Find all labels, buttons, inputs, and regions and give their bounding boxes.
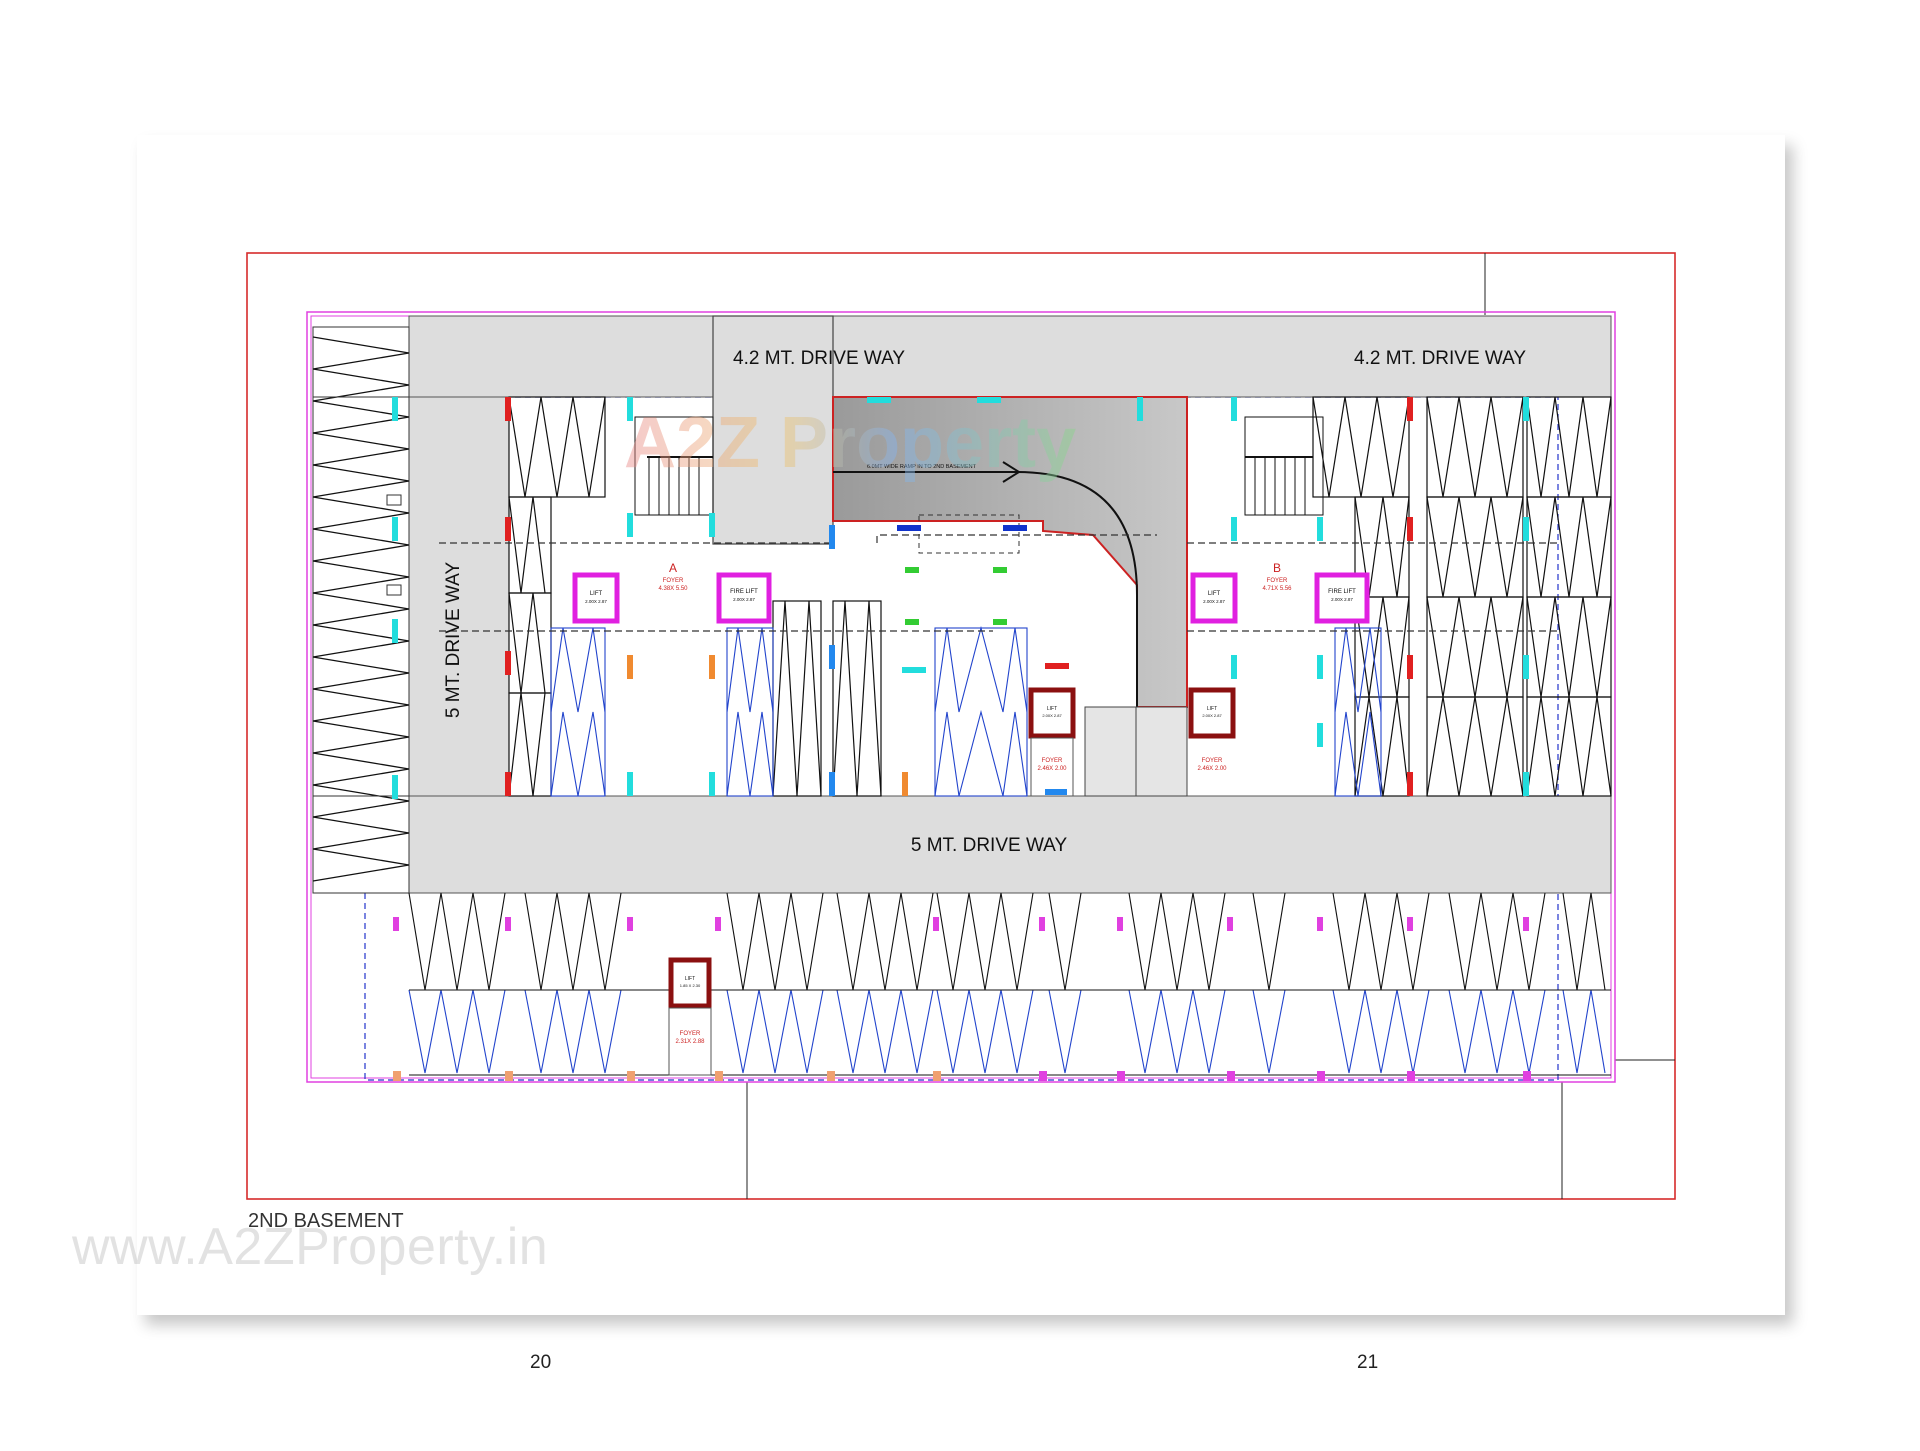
fire-lift-a-label: FIRE LIFT [730, 589, 758, 595]
foyer-e-room [668, 1007, 712, 1076]
site-url-watermark: www.A2ZProperty.in [72, 1218, 549, 1276]
lift-d-size: 2.00X 2.87 [1202, 713, 1222, 718]
foyer-d-label: FOYER [1202, 758, 1223, 764]
driveway-left-label: 5 MT. DRIVE WAY [443, 562, 464, 719]
driveway-bottom-label: 5 MT. DRIVE WAY [911, 835, 1068, 856]
block-b-foyer-label: FOYER [1267, 578, 1288, 584]
service-duct [918, 514, 1020, 554]
parking-bays-bottom [408, 892, 1611, 1076]
structural-columns [392, 397, 1531, 1081]
vehicle-ramp [832, 396, 1188, 708]
fire-lift-b-shaft [1314, 572, 1370, 624]
block-a-letter: A [669, 561, 677, 575]
ramp-arrow-head [1002, 461, 1021, 483]
lift-e-shaft [668, 957, 712, 1009]
lift-c-label: LIFT [1047, 706, 1057, 712]
service-duct-lines [439, 534, 1557, 632]
brand-watermark: A2Z Property [624, 403, 1076, 483]
staircase-b [1244, 416, 1324, 516]
block-b-letter: B [1273, 561, 1281, 575]
lift-d-label: LIFT [1207, 706, 1217, 712]
left-parking-zigzag [312, 336, 410, 882]
block-a-foyer-label: FOYER [663, 578, 684, 584]
ramp-direction-arrow [833, 471, 1138, 707]
lift-d-shaft [1188, 687, 1236, 739]
fire-lift-b-label: FIRE LIFT [1328, 589, 1356, 595]
lift-b-shaft [1190, 572, 1238, 624]
lift-c-size: 2.00X 2.87 [1042, 713, 1062, 718]
block-a-foyer-size: 4.38X 5.50 [658, 586, 688, 592]
driveway-connector [712, 315, 834, 545]
foyer-e-label: FOYER [680, 1031, 701, 1037]
foyer-e-size: 2.31X 2.88 [675, 1039, 705, 1045]
page-number-right: 21 [1357, 1352, 1379, 1373]
lift-a-shaft [572, 572, 620, 624]
fire-lift-b-size: 2.00X 2.87 [1331, 597, 1353, 602]
basement-floor-plan: 6.0MT WIDE RAMP IN TO 2ND BASEMENT [246, 252, 1676, 1200]
driveway-top-left-label: 4.2 MT. DRIVE WAY [733, 348, 905, 369]
sheet-caption: 2ND BASEMENT [248, 1210, 404, 1232]
lift-a-size: 2.00X 2.87 [585, 599, 607, 604]
staircase-a [634, 416, 714, 516]
ramp-label: 6.0MT WIDE RAMP IN TO 2ND BASEMENT [867, 464, 977, 470]
foyer-c-size: 2.46X 2.00 [1037, 766, 1067, 772]
fire-lift-a-size: 2.00X 2.87 [733, 597, 755, 602]
lift-b-size: 2.00X 2.87 [1203, 599, 1225, 604]
parking-bays-stacked [550, 625, 1382, 797]
fire-lift-a-shaft [716, 572, 772, 624]
lift-e-label: LIFT [685, 976, 695, 982]
foyer-c-label: FOYER [1042, 758, 1063, 764]
building-outline [306, 311, 1616, 1083]
service-duct [386, 584, 402, 596]
driveway-top [408, 315, 1612, 398]
plot-boundary [246, 252, 1676, 1200]
lift-e-size: 1.85 X 2.30 [680, 983, 701, 988]
foyer-c-room [1030, 737, 1074, 797]
lift-b-label: LIFT [1208, 591, 1221, 597]
block-b-foyer-size: 4.71X 5.56 [1262, 586, 1292, 592]
plan-sheet: 6.0MT WIDE RAMP IN TO 2ND BASEMENT [137, 135, 1785, 1315]
lift-a-label: LIFT [590, 591, 603, 597]
driveway-top-right-label: 4.2 MT. DRIVE WAY [1354, 348, 1526, 369]
page-number-left: 20 [530, 1352, 552, 1373]
service-duct [386, 494, 402, 506]
foyer-d-size: 2.46X 2.00 [1197, 766, 1227, 772]
driveway-bottom [408, 795, 1612, 894]
lift-c-shaft [1028, 687, 1076, 739]
